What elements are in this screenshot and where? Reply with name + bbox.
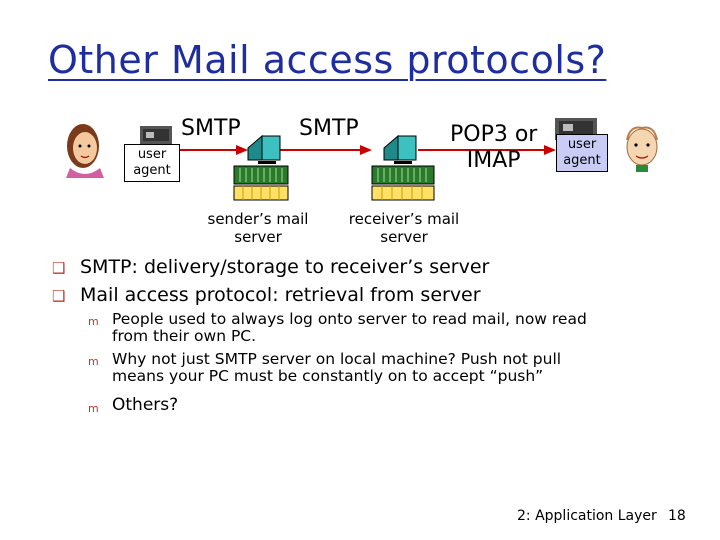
user-agent-right-line1: user [567, 137, 597, 152]
bullet-marker-icon: ❑ [52, 259, 66, 277]
arrow-pop3-imap [418, 145, 556, 155]
sub-bullet-2-line2: means your PC must be constantly on to a… [112, 367, 544, 385]
bullet-marker-icon: ❑ [52, 287, 66, 305]
person-left-icon [66, 124, 104, 178]
receiver-mail-server-icon [371, 134, 435, 201]
sub-bullet-2: Why not just SMTP server on local machin… [112, 351, 561, 385]
sub-bullet-1-line1: People used to always log onto server to… [112, 310, 587, 328]
sub-bullet-1: People used to always log onto server to… [112, 311, 587, 345]
user-agent-right-box: user agent [556, 134, 608, 172]
footer-section: 2: Application Layer [517, 508, 657, 524]
pop3-imap-line1: POP3 or [450, 122, 538, 147]
bullet-1-text: SMTP: delivery/storage to receiver’s ser… [80, 256, 490, 278]
sub-bullet-marker-icon: m [88, 355, 99, 368]
user-agent-left-line1: user [137, 147, 167, 162]
sub-bullet-2-line1: Why not just SMTP server on local machin… [112, 350, 562, 368]
smtp-left-label: SMTP [181, 116, 241, 141]
pop3-imap-label: POP3 or IMAP [450, 122, 537, 174]
mail-diagram [66, 118, 658, 201]
person-right-icon [626, 126, 658, 172]
sender-mail-server-icon [233, 134, 289, 201]
receiver-server-caption-line2: server [380, 228, 428, 246]
bullet-2-text: Mail access protocol: retrieval from ser… [80, 284, 481, 306]
pop3-imap-line2: IMAP [466, 148, 521, 173]
sender-server-caption-line1: sender’s mail [207, 210, 309, 228]
user-agent-right-line2: agent [563, 153, 601, 168]
pc-left-icon [140, 126, 172, 144]
slide-title: Other Mail access protocols? [48, 38, 607, 82]
user-agent-left-box: user agent [124, 144, 180, 182]
sub-bullet-marker-icon: m [88, 315, 99, 328]
receiver-server-caption: receiver’s mail server [344, 210, 464, 246]
sub-bullet-1-line2: from their own PC. [112, 327, 257, 345]
sub-bullet-marker-icon: m [88, 402, 99, 415]
sender-server-caption-line2: server [234, 228, 282, 246]
arrow-smtp-left [176, 145, 248, 155]
receiver-server-caption-line1: receiver’s mail [348, 210, 460, 228]
footer-page-number: 18 [668, 508, 686, 524]
user-agent-left-line2: agent [133, 163, 171, 178]
sender-server-caption: sender’s mail server [203, 210, 313, 246]
arrow-smtp-middle [278, 145, 372, 155]
smtp-middle-label: SMTP [299, 116, 359, 141]
sub-bullet-3-text: Others? [112, 395, 179, 415]
